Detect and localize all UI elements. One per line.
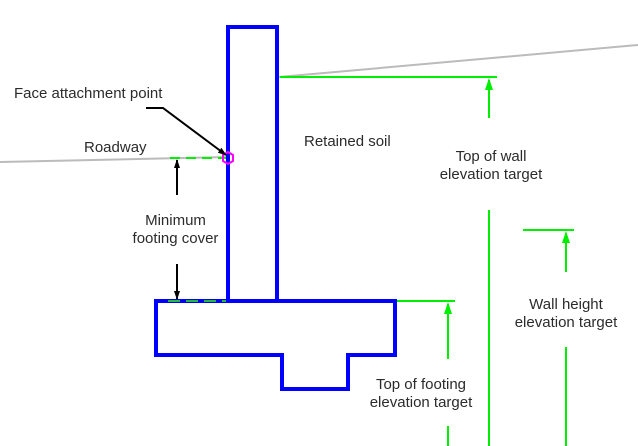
face-attachment-leader [146, 107, 227, 156]
min-cover-label-line1: Minimum [145, 212, 206, 229]
wall-height-label-line2: elevation target [514, 314, 618, 331]
min-cover-label-line2: footing cover [132, 230, 219, 247]
wall-footing [154, 299, 397, 391]
top-of-wall-label-line1: Top of wall [455, 148, 527, 165]
wall-height-label-line1: Wall height [529, 296, 603, 313]
top-of-footing-label-line1: Top of footing [375, 376, 467, 393]
top-of-footing-label: Top of footing elevation target [364, 376, 478, 412]
min-cover-label: Minimum footing cover [118, 212, 233, 248]
wall-height-label: Wall height elevation target [510, 296, 622, 332]
retained-soil-label: Retained soil [304, 133, 391, 150]
top-of-wall-label: Top of wall elevation target [436, 148, 546, 184]
retained-soil-ground-line [278, 44, 638, 78]
top-of-footing-label-line2: elevation target [369, 394, 473, 411]
face-attachment-point-label: Face attachment point [14, 85, 163, 102]
roadway-label: Roadway [84, 139, 147, 156]
wall-stem [226, 25, 279, 303]
top-of-wall-label-line2: elevation target [439, 166, 543, 183]
